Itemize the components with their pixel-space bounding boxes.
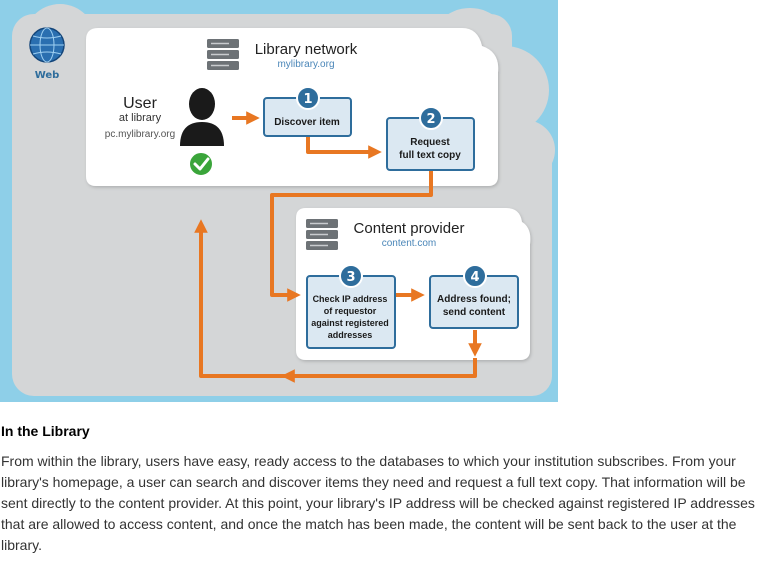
step-2-label-line-1: Request (410, 137, 450, 148)
step-4-box: 4 Address found; send content (429, 264, 519, 329)
step-3-label-line-1: Check IP address (313, 294, 388, 304)
step-4-number: 4 (470, 270, 479, 285)
flow-arrows (194, 111, 482, 383)
section-body-text: From within the library, users have easy… (1, 453, 755, 553)
step-4-label-line-1: Address found; (437, 294, 511, 305)
library-network-title: Library network (255, 41, 358, 58)
user-icon (180, 88, 224, 146)
step-1-box: 1 Discover item (263, 86, 352, 137)
user-subtitle: at library (119, 112, 162, 124)
step-2-label-line-2: full text copy (399, 150, 461, 161)
arrow-return-path (281, 358, 477, 383)
content-server-icon (306, 219, 338, 250)
web-label: Web (35, 70, 60, 81)
arrow-request-to-check (270, 170, 433, 302)
content-provider-url: content.com (382, 238, 436, 249)
section-heading: In the Library (1, 423, 90, 439)
step-3-label-line-3: against registered (311, 318, 389, 328)
step-3-number: 3 (346, 270, 355, 285)
step-2-box: 2 Request full text copy (386, 106, 475, 171)
step-1-label: Discover item (274, 117, 340, 128)
user-host: pc.mylibrary.org (105, 129, 175, 140)
content-provider-title: Content provider (354, 220, 465, 237)
step-4-label-line-2: send content (443, 307, 506, 318)
step-3-label-line-4: addresses (328, 330, 373, 340)
arrow-discover-to-request (306, 136, 382, 159)
library-access-diagram: Web Library network mylibrary.org User a… (0, 0, 558, 402)
arrow-return-to-user (194, 219, 288, 378)
step-3-box: 3 Check IP address of requestor against … (306, 264, 396, 349)
checkmark-icon (188, 151, 214, 177)
step-3-label-line-2: of requestor (324, 306, 377, 316)
library-network-url: mylibrary.org (277, 59, 334, 70)
step-2-number: 2 (426, 112, 435, 127)
server-icon (207, 39, 239, 70)
globe-icon (29, 27, 65, 63)
user-title: User (123, 95, 157, 112)
step-1-number: 1 (303, 92, 312, 107)
